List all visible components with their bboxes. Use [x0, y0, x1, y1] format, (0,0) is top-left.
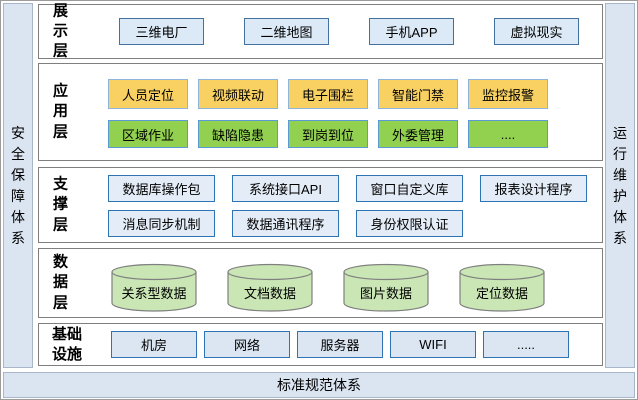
application-box-row2-3: 到岗到位	[288, 120, 368, 148]
application-box-row2-1: 区域作业	[108, 120, 188, 148]
application-box-row1-1: 人员定位	[108, 79, 188, 109]
database-cylinder-4: 定位数据	[459, 263, 545, 313]
database-cylinder-label: 关系型数据	[121, 286, 187, 301]
database-cylinder-2: 文档数据	[227, 263, 313, 313]
application-box-row1-2: 视频联动	[198, 79, 278, 109]
support-box-row2-3: 身份权限认证	[356, 210, 463, 237]
support-box-row2-2: 数据通讯程序	[232, 210, 339, 237]
bottom-system-bar: 标准规范体系	[3, 372, 635, 398]
layer-data: 数据层 关系型数据 文档数据 图	[38, 248, 603, 318]
application-row-2: 区域作业 缺陷隐患 到岗到位 外委管理 ....	[108, 120, 548, 148]
database-cylinder-label: 图片数据	[359, 286, 412, 301]
database-cylinder-1: 关系型数据	[111, 263, 197, 313]
support-box-row1-1: 数据库操作包	[108, 175, 215, 202]
application-box-row1-4: 智能门禁	[378, 79, 458, 109]
support-row-1: 数据库操作包 系统接口API 窗口自定义库 报表设计程序	[108, 175, 587, 202]
right-system-bar: 运行维护体系	[605, 3, 635, 368]
database-cylinder-label: 文档数据	[243, 286, 296, 301]
layer-application: 应用层 人员定位 视频联动 电子围栏 智能门禁 监控报警 区域作业 缺陷隐患 到…	[38, 63, 603, 161]
support-box-row1-4: 报表设计程序	[480, 175, 587, 202]
layer-infrastructure-label: 基础设施	[51, 325, 82, 363]
application-box-row2-4: 外委管理	[378, 120, 458, 148]
infrastructure-box-2: 网络	[204, 331, 290, 358]
presentation-box-3: 手机APP	[369, 18, 454, 45]
support-box-row2-1: 消息同步机制	[108, 210, 215, 237]
presentation-row: 三维电厂 二维地图 手机APP 虚拟现实	[119, 18, 579, 45]
layer-application-label: 应用层	[52, 82, 68, 141]
right-system-bar-label: 运行维护体系	[613, 124, 627, 246]
layer-infrastructure: 基础设施 机房 网络 服务器 WIFI .....	[38, 323, 603, 366]
layer-presentation-label: 展示层	[52, 2, 68, 60]
infrastructure-row: 机房 网络 服务器 WIFI .....	[111, 331, 569, 358]
presentation-box-4: 虚拟现实	[494, 18, 579, 45]
layer-presentation: 展示层 三维电厂 二维地图 手机APP 虚拟现实	[38, 2, 603, 60]
database-cylinder-icon	[111, 263, 197, 312]
presentation-box-2: 二维地图	[244, 18, 329, 45]
support-row-2: 消息同步机制 数据通讯程序 身份权限认证	[108, 210, 463, 237]
layer-support-label: 支撑层	[52, 175, 68, 234]
database-cylinder-label: 定位数据	[475, 286, 528, 301]
database-cylinder-3: 图片数据	[343, 263, 429, 313]
application-box-row1-3: 电子围栏	[288, 79, 368, 109]
infrastructure-box-1: 机房	[111, 331, 197, 358]
support-box-row1-3: 窗口自定义库	[356, 175, 463, 202]
layer-support: 支撑层 数据库操作包 系统接口API 窗口自定义库 报表设计程序 消息同步机制 …	[38, 167, 603, 243]
application-row-1: 人员定位 视频联动 电子围栏 智能门禁 监控报警	[108, 79, 548, 109]
left-system-bar-label: 安全保障体系	[11, 124, 25, 246]
infrastructure-box-3: 服务器	[297, 331, 383, 358]
data-row: 关系型数据 文档数据 图片数据	[111, 263, 545, 313]
infrastructure-box-4: WIFI	[390, 331, 476, 358]
left-system-bar: 安全保障体系	[3, 3, 33, 368]
database-cylinder-icon	[459, 263, 545, 312]
presentation-box-1: 三维电厂	[119, 18, 204, 45]
application-box-row1-5: 监控报警	[468, 79, 548, 109]
application-box-row2-5: ....	[468, 120, 548, 148]
database-cylinder-icon	[343, 263, 429, 312]
application-box-row2-2: 缺陷隐患	[198, 120, 278, 148]
bottom-system-bar-label: 标准规范体系	[277, 377, 361, 393]
database-cylinder-icon	[227, 263, 313, 312]
support-box-row1-2: 系统接口API	[232, 175, 339, 202]
infrastructure-box-5: .....	[483, 331, 569, 358]
layer-data-label: 数据层	[52, 253, 68, 312]
